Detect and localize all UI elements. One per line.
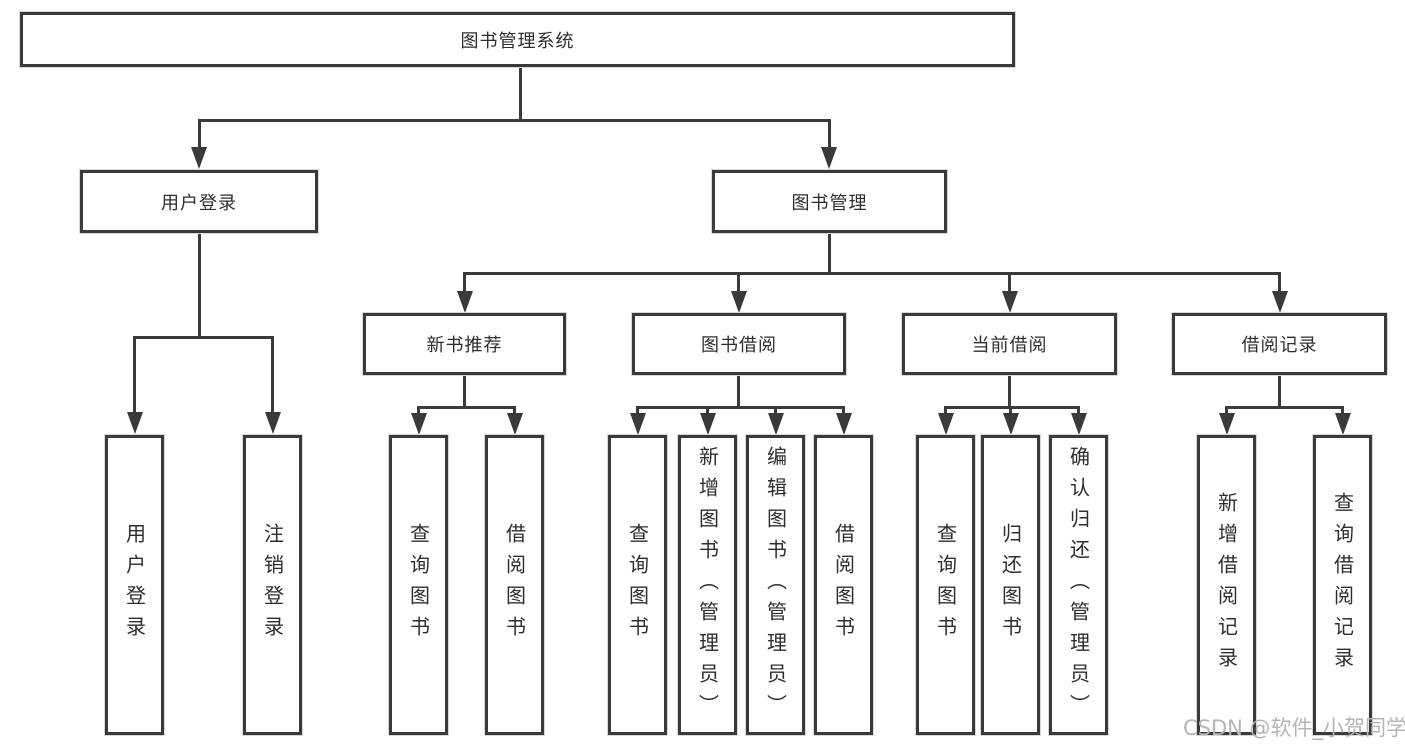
leaf-user-login: 用户登录 (105, 435, 164, 735)
connector-vertical (133, 336, 136, 414)
node-label: 借阅记录 (1241, 335, 1318, 356)
connector-vertical (636, 406, 639, 418)
arrow-down-icon (938, 413, 954, 435)
arrow-down-icon (1002, 291, 1018, 313)
leaf-borrow-books-borrowing: 借阅图书 (814, 435, 873, 735)
arrow-down-icon (265, 412, 281, 434)
connector-vertical (828, 119, 831, 149)
node-label: 编辑图书（管理员） (763, 445, 788, 725)
leaf-add-books-admin: 新增图书（管理员） (678, 435, 737, 735)
arrow-down-icon (1335, 413, 1351, 435)
connector-vertical (1278, 272, 1281, 294)
connector-vertical (463, 272, 466, 294)
leaf-return-books: 归还图书 (981, 435, 1040, 735)
node-label: 借阅图书 (831, 523, 856, 647)
arrow-down-icon (191, 147, 207, 169)
node-label: 确认归还（管理员） (1066, 445, 1091, 725)
leaf-borrow-books-recommend: 借阅图书 (485, 435, 544, 735)
connector-vertical (271, 336, 274, 414)
arrow-down-icon (457, 291, 473, 313)
connector-vertical (519, 67, 522, 121)
leaf-add-borrow-record: 新增借阅记录 (1197, 435, 1256, 735)
node-book-borrowing: 图书借阅 (632, 313, 846, 375)
node-label: 用户登录 (122, 523, 147, 647)
leaf-confirm-return-admin: 确认归还（管理员） (1049, 435, 1108, 735)
connector-vertical (198, 119, 201, 149)
connector-vertical (842, 406, 845, 418)
node-label: 查询图书 (933, 523, 958, 647)
arrow-down-icon (1003, 413, 1019, 435)
connector-vertical (706, 406, 709, 418)
leaf-query-borrow-record: 查询借阅记录 (1313, 435, 1372, 735)
connector-vertical (1008, 373, 1011, 409)
leaf-query-books-current: 查询图书 (916, 435, 975, 735)
connector-horizontal (1225, 406, 1344, 409)
node-label: 查询图书 (406, 523, 431, 647)
connector-vertical (1077, 406, 1080, 418)
arrow-down-icon (1219, 413, 1235, 435)
node-user-login: 用户登录 (80, 170, 318, 233)
node-book-management: 图书管理 (712, 170, 947, 233)
node-new-book-recommend: 新书推荐 (363, 313, 566, 375)
arrow-down-icon (1071, 413, 1087, 435)
connector-vertical (1008, 272, 1011, 294)
leaf-edit-books-admin: 编辑图书（管理员） (746, 435, 805, 735)
node-library-management-system: 图书管理系统 (20, 12, 1015, 67)
node-current-borrowing: 当前借阅 (902, 313, 1117, 375)
node-label: 图书借阅 (701, 335, 777, 356)
arrow-down-icon (507, 413, 523, 435)
connector-vertical (944, 406, 947, 418)
connector-vertical (828, 233, 831, 275)
connector-vertical (1341, 406, 1344, 418)
watermark-text: CSDN @软件_小贺同学 (1183, 716, 1405, 740)
connector-vertical (774, 406, 777, 418)
arrow-down-icon (127, 412, 143, 434)
node-label: 新增图书（管理员） (695, 445, 720, 725)
node-label: 注销登录 (260, 523, 285, 647)
node-label: 新书推荐 (426, 335, 503, 356)
node-label: 借阅图书 (502, 523, 527, 647)
arrow-down-icon (768, 413, 784, 435)
leaf-query-books-recommend: 查询图书 (389, 435, 448, 735)
node-label: 新增借阅记录 (1214, 492, 1239, 678)
connector-vertical (1009, 406, 1012, 418)
arrow-down-icon (836, 413, 852, 435)
arrow-down-icon (630, 413, 646, 435)
arrow-down-icon (821, 147, 837, 169)
node-borrowing-records: 借阅记录 (1172, 313, 1387, 375)
node-label: 查询图书 (625, 523, 650, 647)
connector-vertical (417, 406, 420, 418)
arrow-down-icon (411, 413, 427, 435)
connector-vertical (198, 233, 201, 337)
connector-vertical (1278, 373, 1281, 409)
node-label: 当前借阅 (971, 335, 1048, 356)
connector-vertical (1225, 406, 1228, 418)
node-label: 图书管理 (791, 192, 868, 214)
connector-horizontal (417, 406, 516, 409)
leaf-query-books-borrowing: 查询图书 (608, 435, 667, 735)
connector-horizontal (463, 272, 1281, 275)
node-label: 归还图书 (998, 523, 1023, 647)
leaf-logout: 注销登录 (243, 435, 302, 735)
connector-horizontal (133, 336, 274, 339)
connector-vertical (463, 373, 466, 409)
node-label: 图书管理系统 (460, 30, 575, 52)
connector-horizontal (198, 119, 831, 122)
node-label: 用户登录 (161, 192, 237, 214)
connector-vertical (737, 272, 740, 294)
arrow-down-icon (700, 413, 716, 435)
connector-vertical (737, 373, 740, 409)
connector-horizontal (636, 406, 845, 409)
arrow-down-icon (1272, 291, 1288, 313)
connector-vertical (513, 406, 516, 418)
arrow-down-icon (731, 291, 747, 313)
connector-horizontal (944, 406, 1080, 409)
node-label: 查询借阅记录 (1330, 492, 1355, 678)
